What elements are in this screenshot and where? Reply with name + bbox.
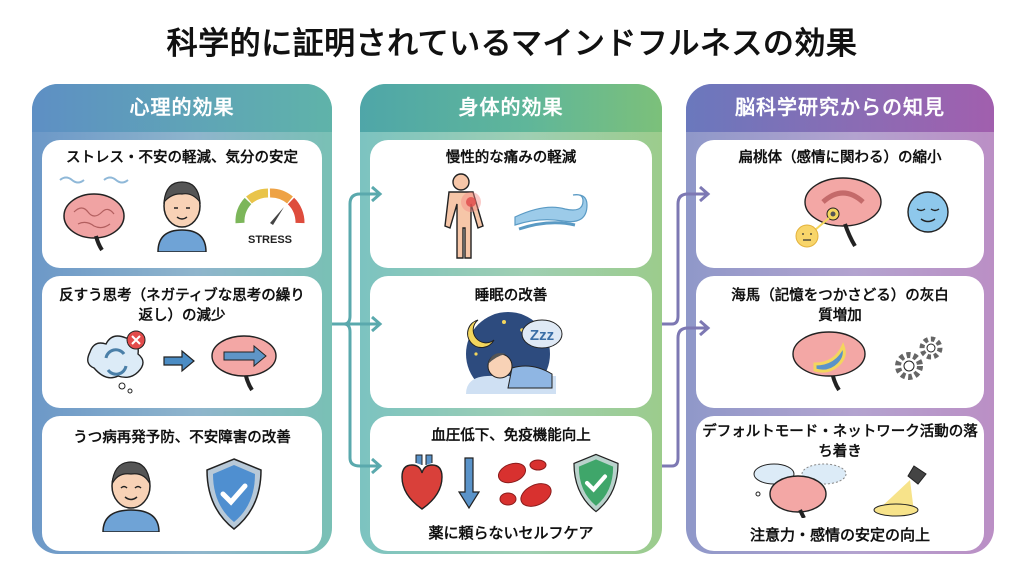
arrow-right-icon — [163, 349, 195, 373]
body-pain-icon — [444, 173, 484, 259]
calm-person-icon — [157, 181, 207, 252]
effect-card-rumination: 反すう思考（ネガティブな思考の繰り返し）の減少 — [42, 276, 322, 408]
shield-check-icon — [573, 453, 619, 513]
card-title: ストレス・不安の軽減、気分の安定 — [66, 150, 298, 166]
brain-arrow-icon — [211, 335, 277, 392]
wind-wave-icon — [514, 194, 588, 231]
effect-card-depression: うつ病再発予防、不安障害の改善 — [42, 416, 322, 551]
page-title: 科学的に証明されているマインドフルネスの効果 — [166, 26, 858, 62]
brain-amygdala-icon — [795, 177, 882, 248]
column-physical-effects: 身体的効果 慢性的な痛みの軽減 睡眠の改善 Zzz — [360, 84, 662, 554]
arrow-down-icon — [458, 457, 480, 510]
shield-check-icon — [206, 458, 262, 530]
card-title: うつ病再発予防、不安障害の改善 — [73, 430, 291, 446]
sleep-label: Zzz — [530, 327, 554, 344]
heart-icon — [401, 454, 443, 510]
effect-card-amygdala: 扁桃体（感情に関わる）の縮小 — [696, 140, 984, 268]
sleeping-person-icon: Zzz — [466, 312, 563, 394]
column-heading: 心理的効果 — [32, 84, 332, 132]
smiling-person-icon — [102, 461, 160, 532]
spotlight-icon — [873, 465, 927, 517]
card-subtitle: 薬に頼らないセルフケア — [428, 524, 594, 542]
column-psychological-effects: 心理的効果 ストレス・不安の軽減、気分の安定 — [32, 84, 332, 554]
stress-gauge-icon: STRESS — [235, 188, 305, 246]
card-title: 海馬（記憶をつかさどる）の灰白質増加 — [731, 288, 949, 324]
card-subtitle: 注意力・感情の安定の向上 — [749, 526, 930, 544]
effect-card-blood-pressure: 血圧低下、免疫機能向上 薬に頼らないセルフケア — [370, 416, 652, 551]
effect-card-sleep: 睡眠の改善 Zzz — [370, 276, 652, 408]
gears-icon — [895, 336, 943, 380]
brain-icon — [59, 176, 129, 252]
brain-clouds-icon — [753, 463, 847, 518]
effect-card-default-mode-network: デフォルトモード・ネットワーク活動の落ち着き 注意力・感情の安定の向上 — [696, 416, 984, 551]
blood-cells-icon — [497, 459, 552, 507]
column-brain-research: 脳科学研究からの知見 扁桃体（感情に関わる）の縮小 海馬（記憶をつかさどる）の灰… — [686, 84, 994, 554]
effect-card-stress: ストレス・不安の軽減、気分の安定 — [42, 140, 322, 268]
brain-hippocampus-icon — [792, 331, 866, 392]
card-title: 扁桃体（感情に関わる）の縮小 — [738, 150, 942, 166]
column-heading: 身体的効果 — [360, 84, 662, 132]
effect-card-chronic-pain: 慢性的な痛みの軽減 — [370, 140, 652, 268]
effect-card-hippocampus: 海馬（記憶をつかさどる）の灰白質増加 — [696, 276, 984, 408]
card-title: 反すう思考（ネガティブな思考の繰り返し）の減少 — [59, 288, 305, 324]
thought-cycle-cloud-icon — [87, 330, 146, 394]
card-title: 睡眠の改善 — [474, 288, 548, 304]
card-title: 血圧低下、免疫機能向上 — [431, 428, 591, 444]
column-heading: 脳科学研究からの知見 — [686, 84, 994, 132]
calm-face-icon — [907, 191, 949, 233]
card-title: デフォルトモード・ネットワーク活動の落ち着き — [702, 424, 978, 460]
card-title: 慢性的な痛みの軽減 — [445, 150, 577, 166]
gauge-label: STRESS — [248, 234, 292, 246]
